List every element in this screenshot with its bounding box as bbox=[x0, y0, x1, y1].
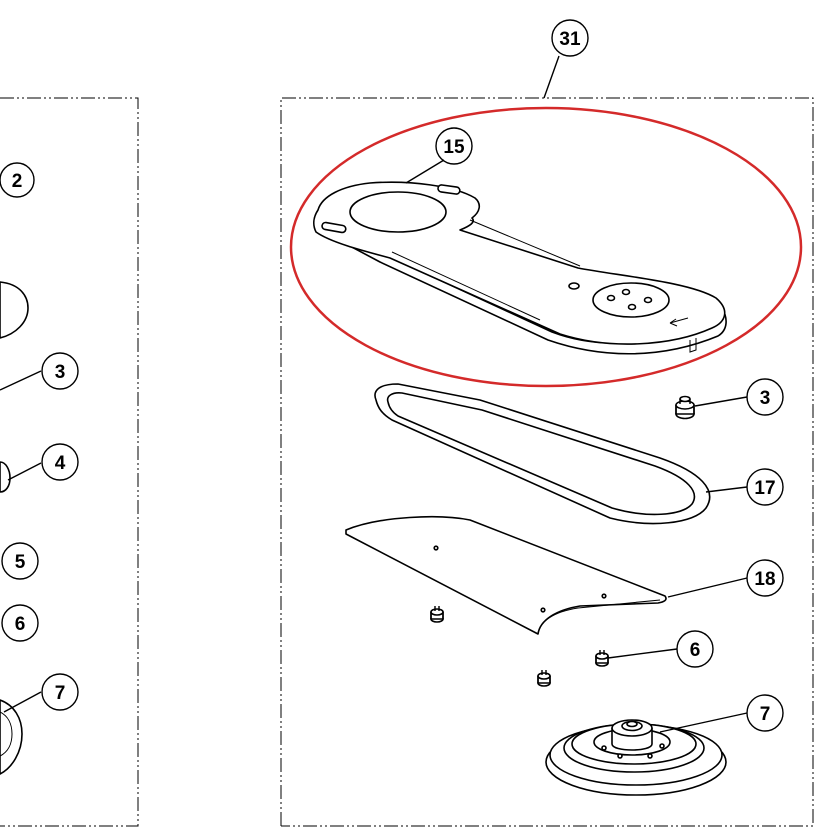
part-6-screw-a bbox=[430, 606, 444, 623]
callout-left-2: 2 bbox=[0, 162, 35, 198]
leader-17 bbox=[705, 486, 748, 493]
leader-right-6 bbox=[607, 648, 678, 659]
callout-left-4-label: 4 bbox=[55, 453, 66, 474]
callout-right-7: 7 bbox=[746, 694, 784, 732]
leader-right-7 bbox=[659, 712, 748, 733]
left-assembly-boundary bbox=[0, 97, 139, 827]
leader-left-3 bbox=[0, 370, 42, 391]
callout-left-7: 7 bbox=[41, 673, 79, 711]
left-assembly-group: 2 3 4 5 6 7 bbox=[0, 97, 139, 827]
callout-15-label: 15 bbox=[443, 137, 465, 158]
part-15-arm-plate bbox=[313, 181, 727, 355]
callout-left-6: 6 bbox=[1, 604, 39, 642]
leader-right-3 bbox=[694, 396, 748, 407]
part-3-nut bbox=[675, 395, 695, 420]
left-part-pulley bbox=[0, 699, 23, 775]
assembly-callout-31-label: 31 bbox=[559, 29, 581, 50]
callout-17: 17 bbox=[746, 468, 784, 506]
left-part-knob bbox=[0, 461, 11, 493]
callout-right-3: 3 bbox=[746, 378, 784, 416]
callout-18: 18 bbox=[746, 559, 784, 597]
part-17-belt bbox=[374, 383, 711, 525]
callout-right-6-label: 6 bbox=[690, 640, 701, 661]
callout-left-5: 5 bbox=[1, 542, 39, 580]
callout-left-7-label: 7 bbox=[55, 683, 66, 704]
callout-left-2-label: 2 bbox=[12, 171, 23, 192]
callout-left-3-label: 3 bbox=[55, 362, 66, 383]
callout-left-4: 4 bbox=[41, 443, 79, 481]
leader-left-4 bbox=[7, 462, 42, 481]
left-part-disc bbox=[0, 281, 29, 339]
callout-right-7-label: 7 bbox=[760, 704, 771, 725]
callout-18-label: 18 bbox=[754, 569, 775, 590]
part-7-pulley bbox=[545, 719, 727, 796]
leader-left-7 bbox=[3, 691, 42, 713]
part-6-screw-c bbox=[595, 650, 609, 667]
assembly-callout-31: 31 bbox=[551, 19, 589, 57]
callout-right-6: 6 bbox=[676, 630, 714, 668]
callout-17-label: 17 bbox=[754, 478, 775, 499]
callout-left-5-label: 5 bbox=[15, 552, 26, 573]
part-6-screw-b bbox=[537, 670, 551, 687]
part-18-cover-plate bbox=[345, 516, 667, 635]
callout-left-3: 3 bbox=[41, 352, 79, 390]
leader-18 bbox=[667, 577, 748, 598]
callout-right-3-label: 3 bbox=[760, 388, 771, 409]
leader-15 bbox=[405, 159, 445, 184]
callout-left-6-label: 6 bbox=[15, 614, 26, 635]
right-assembly-group: 31 bbox=[280, 19, 814, 827]
callout-15: 15 bbox=[435, 127, 473, 165]
leader-31 bbox=[543, 55, 560, 99]
highlight-ring-part-15 bbox=[289, 106, 803, 388]
right-assembly-boundary bbox=[280, 97, 814, 827]
left-part-pulley-inner bbox=[0, 711, 13, 757]
